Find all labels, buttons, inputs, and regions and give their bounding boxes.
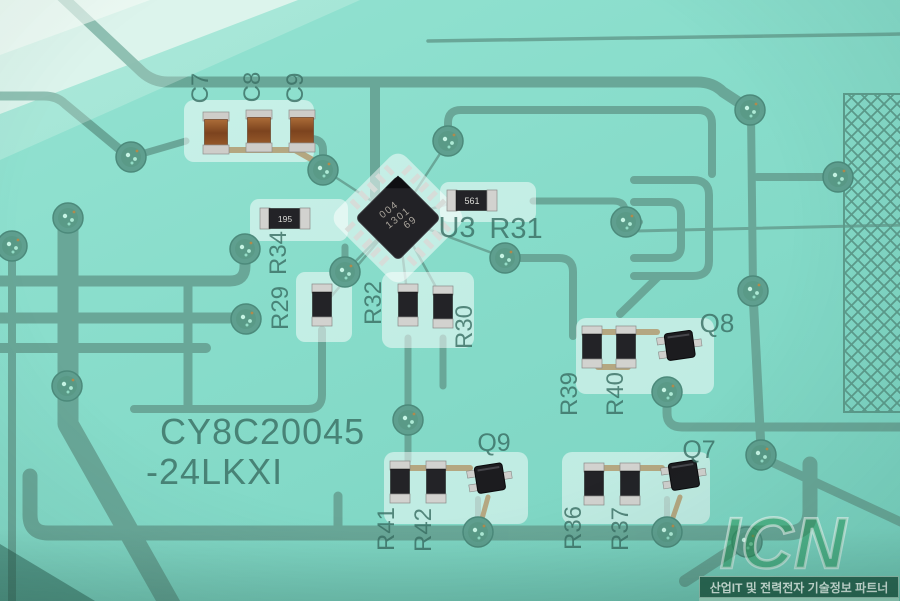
silkscreen-label-r40: R40 <box>602 372 629 416</box>
silkscreen-label-r37: R37 <box>607 507 634 551</box>
silkscreen-part-number-line2: -24LKXI <box>146 451 283 492</box>
via <box>651 376 683 408</box>
corner-glare-bright <box>0 0 150 55</box>
copper-trace <box>529 197 629 222</box>
capacitor-c9 <box>288 109 316 153</box>
silkscreen-label-r30: R30 <box>451 305 478 349</box>
capacitor-c7 <box>202 111 230 155</box>
corner-glare <box>0 0 298 114</box>
via <box>737 275 769 307</box>
via <box>432 125 464 157</box>
resistor-r42 <box>425 460 447 504</box>
ic-corner-notch <box>385 175 411 189</box>
r31-marking: 561 <box>464 196 479 206</box>
via <box>0 230 28 262</box>
silkscreen-label-q8: Q8 <box>700 308 735 338</box>
silkscreen-label-r34: R34 <box>265 231 292 275</box>
via <box>734 94 766 126</box>
corner-glare-overlay <box>0 0 360 160</box>
silkscreen-label-q7: Q7 <box>682 436 715 464</box>
via <box>462 516 494 548</box>
silkscreen-label-q9: Q9 <box>477 429 510 457</box>
copper-trace <box>758 453 900 527</box>
copper-trace <box>57 0 752 113</box>
copper-trace <box>444 106 716 178</box>
ic-body <box>357 177 439 259</box>
copper-trace <box>22 456 818 541</box>
component-layer <box>202 109 709 506</box>
silkscreen-label-r42: R42 <box>410 508 437 552</box>
resistor-r36 <box>583 462 605 506</box>
resistor-r29 <box>311 283 333 327</box>
via <box>392 404 424 436</box>
resistor-r39 <box>581 325 603 369</box>
resistor-r40 <box>615 325 637 369</box>
copper-trace <box>747 109 757 293</box>
copper-trace <box>616 273 662 318</box>
copper-hatch-area <box>843 93 900 413</box>
via <box>307 154 339 186</box>
copper-trace <box>426 32 900 43</box>
resistor-r30 <box>432 285 454 329</box>
via <box>651 516 683 548</box>
copper-trace <box>57 203 181 601</box>
via <box>745 439 777 471</box>
ic-pins-top <box>401 164 452 215</box>
copper-trace <box>130 326 326 413</box>
silkscreen-label-c9: C9 <box>282 73 309 104</box>
silkscreen-label-u3: U3 <box>438 212 475 244</box>
silkscreen-label-r39: R39 <box>556 372 583 416</box>
r34-marking: 195 <box>278 214 292 224</box>
silkscreen-label-r31: R31 <box>489 213 542 245</box>
copper-trace <box>0 247 251 287</box>
resistor-r32 <box>397 283 419 327</box>
copper-trace <box>662 390 900 432</box>
silkscreen-label-c7: C7 <box>187 73 214 104</box>
ic-u3 <box>344 164 452 272</box>
ic-pins-left <box>344 164 395 215</box>
via <box>229 233 261 265</box>
silkscreen-label-r32: R32 <box>360 281 387 325</box>
via <box>489 242 521 274</box>
resistor-r37 <box>619 462 641 506</box>
silkscreen-label-c8: C8 <box>239 72 266 103</box>
silkscreen-layer: C7 C8 C9 R34 U3 R31 R29 R32 R30 Q8 R39 R… <box>146 72 734 552</box>
copper-trace <box>503 254 577 340</box>
ic-pins-bottom <box>344 221 395 272</box>
capacitor-c8 <box>245 109 273 153</box>
via <box>329 256 361 288</box>
ic-pins-right <box>401 221 452 272</box>
silkscreen-label-r29: R29 <box>267 286 294 330</box>
bottom-left-shadow <box>0 544 95 601</box>
silkscreen-part-number-line1: CY8C20045 <box>160 411 365 452</box>
silkscreen-label-r41: R41 <box>373 507 400 551</box>
resistor-r41 <box>389 460 411 504</box>
silkscreen-label-r36: R36 <box>560 506 587 550</box>
marking-layer: 004 1301 69 561 195 <box>278 196 480 231</box>
via <box>731 526 763 558</box>
via <box>230 303 262 335</box>
copper-trace <box>748 288 766 454</box>
via <box>51 370 83 402</box>
copper-trace <box>0 91 129 158</box>
via <box>52 202 84 234</box>
via <box>115 141 147 173</box>
via <box>610 206 642 238</box>
watermark-tagline: 산업IT 및 전력전자 기술정보 파트너 <box>699 576 899 598</box>
via <box>822 161 854 193</box>
watermark-understrip <box>699 598 899 601</box>
